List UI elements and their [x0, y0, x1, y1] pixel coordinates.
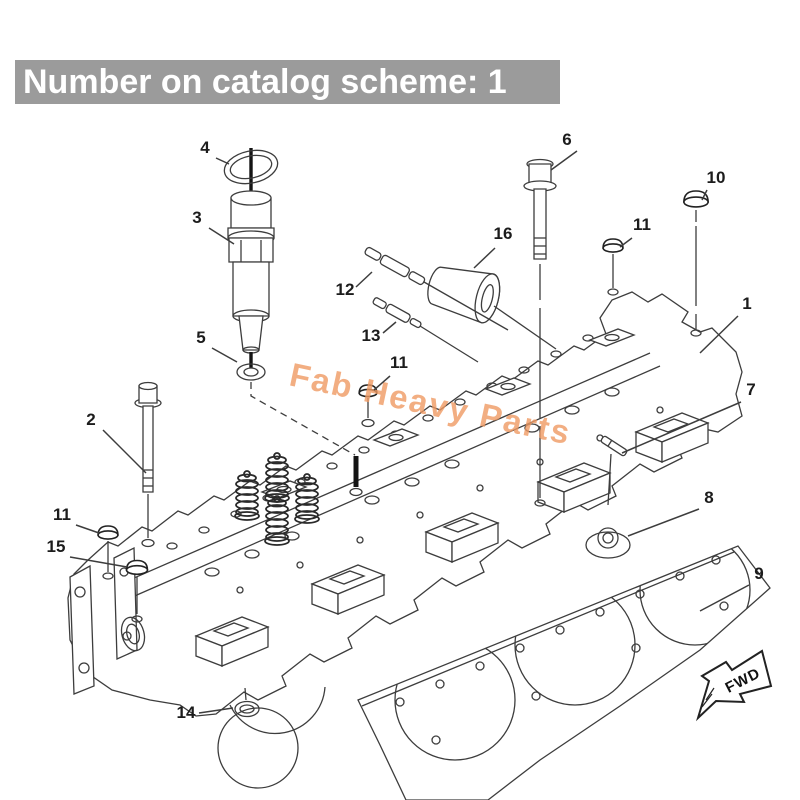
injector-sleeve-assembly: [221, 146, 362, 496]
callout-leader-11: [76, 525, 99, 533]
head-left-flange: [70, 548, 148, 694]
callout-label-13: 13: [362, 326, 381, 345]
o-ring-14: [235, 688, 259, 717]
plug-11-left: [97, 525, 119, 579]
callout-label-16: 16: [494, 224, 513, 243]
callout-leader-7: [622, 402, 741, 453]
injector-body-3: [228, 191, 274, 353]
callout-label-5: 5: [196, 328, 205, 347]
callout-leader-6: [551, 151, 577, 170]
callout-label-9: 9: [754, 564, 763, 583]
callout-leader-9: [700, 585, 749, 611]
gasket-bolt-holes: [396, 556, 728, 744]
callout-label-11: 11: [390, 353, 408, 372]
callout-leader-14: [199, 708, 233, 713]
callout-leader-11: [374, 376, 390, 390]
head-bolt-2: [135, 383, 161, 547]
callout-leader-2: [103, 430, 146, 473]
head-bolt-6: [524, 160, 556, 507]
callout-leader-10: [702, 190, 707, 200]
callout-leader-13: [383, 322, 396, 333]
plug-15: [125, 559, 149, 623]
callout-label-1: 1: [742, 294, 751, 313]
assembly-axis-line: [251, 382, 355, 455]
catalog-scheme-title: Number on catalog scheme: 1: [15, 60, 560, 104]
callout-leader-16: [474, 248, 495, 268]
callout-leader-5: [212, 348, 237, 362]
callout-label-14: 14: [177, 703, 196, 722]
callout-label-4: 4: [200, 138, 210, 157]
callout-label-12: 12: [336, 280, 355, 299]
dowel-pin-12: [364, 246, 427, 287]
callout-label-8: 8: [704, 488, 713, 507]
seal-washer-5: [237, 364, 265, 380]
callout-leader-11: [620, 238, 632, 247]
callout-leader-15: [70, 557, 127, 567]
plug-11-middle: [358, 384, 378, 427]
callout-label-2: 2: [86, 410, 95, 429]
callout-leader-8: [628, 509, 699, 536]
injector-sleeve-16: [423, 260, 504, 326]
o-ring-4: [221, 146, 280, 189]
callout-leader-4: [216, 158, 229, 164]
head-gasket-drawing: [358, 535, 770, 800]
plug-10: [683, 190, 709, 336]
callout-label-3: 3: [192, 208, 201, 227]
callout-label-15: 15: [47, 537, 66, 556]
fwd-direction-arrow: FWD: [698, 651, 771, 718]
callout-label-7: 7: [746, 380, 755, 399]
callout-label-6: 6: [562, 130, 571, 149]
callout-leader-3: [209, 228, 234, 244]
callout-leader-12: [356, 272, 372, 287]
dowel-pin-13: [372, 296, 423, 330]
cup-plug-8: [586, 528, 630, 558]
callout-label-11: 11: [53, 505, 71, 524]
cylinder-head-drawing: [68, 292, 742, 788]
callout-leader-1: [700, 316, 738, 353]
dowel-pin-7: [600, 435, 627, 456]
plug-11-right: [602, 238, 624, 295]
callout-label-11: 11: [633, 215, 651, 234]
callout-label-10: 10: [707, 168, 726, 187]
